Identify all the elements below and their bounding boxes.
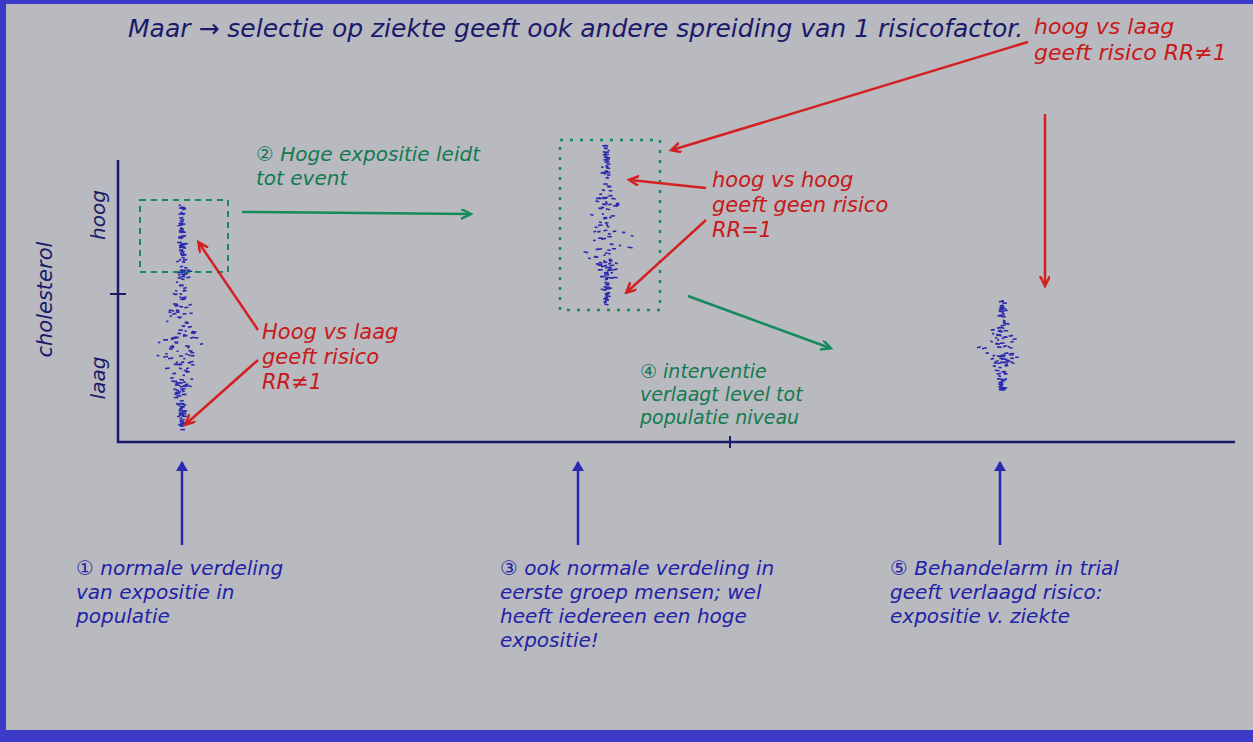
arrow — [627, 220, 706, 292]
arrow — [630, 180, 706, 188]
arrow — [577, 462, 580, 545]
annotation: ② Hoge expositie leidt tot event — [256, 142, 486, 190]
arrow — [186, 360, 258, 424]
arrow — [181, 462, 184, 545]
annotation: ③ ook normale verdeling in eerste groep … — [500, 556, 790, 652]
axis-tick — [110, 294, 730, 448]
arrow — [199, 243, 258, 330]
arrow — [999, 462, 1002, 545]
high-exposure-box — [560, 140, 660, 310]
annotation: hoog vs laag geeft risico RR≠1 — [1034, 14, 1234, 67]
tick-label: hoog — [86, 175, 110, 255]
annotation: ⑤ Behandelarm in trial geeft verlaagd ri… — [890, 556, 1160, 628]
arrow — [672, 42, 1028, 150]
title: Maar → selectie op ziekte geeft ook ande… — [128, 14, 1128, 44]
arrow — [1044, 114, 1047, 285]
annotation: ① normale verdeling van expositie in pop… — [76, 556, 326, 628]
arrow — [242, 212, 470, 214]
annotation: ④ interventie verlaagt level tot populat… — [640, 360, 845, 428]
annotation: hoog vs hoog geeft geen risico RR=1 — [712, 168, 902, 244]
arrow — [688, 296, 830, 348]
axis — [118, 160, 1235, 442]
tick-label: laag — [86, 338, 110, 418]
axis-label: cholesterol — [33, 215, 58, 385]
annotation: Hoog vs laag geeft risico RR≠1 — [262, 320, 412, 396]
